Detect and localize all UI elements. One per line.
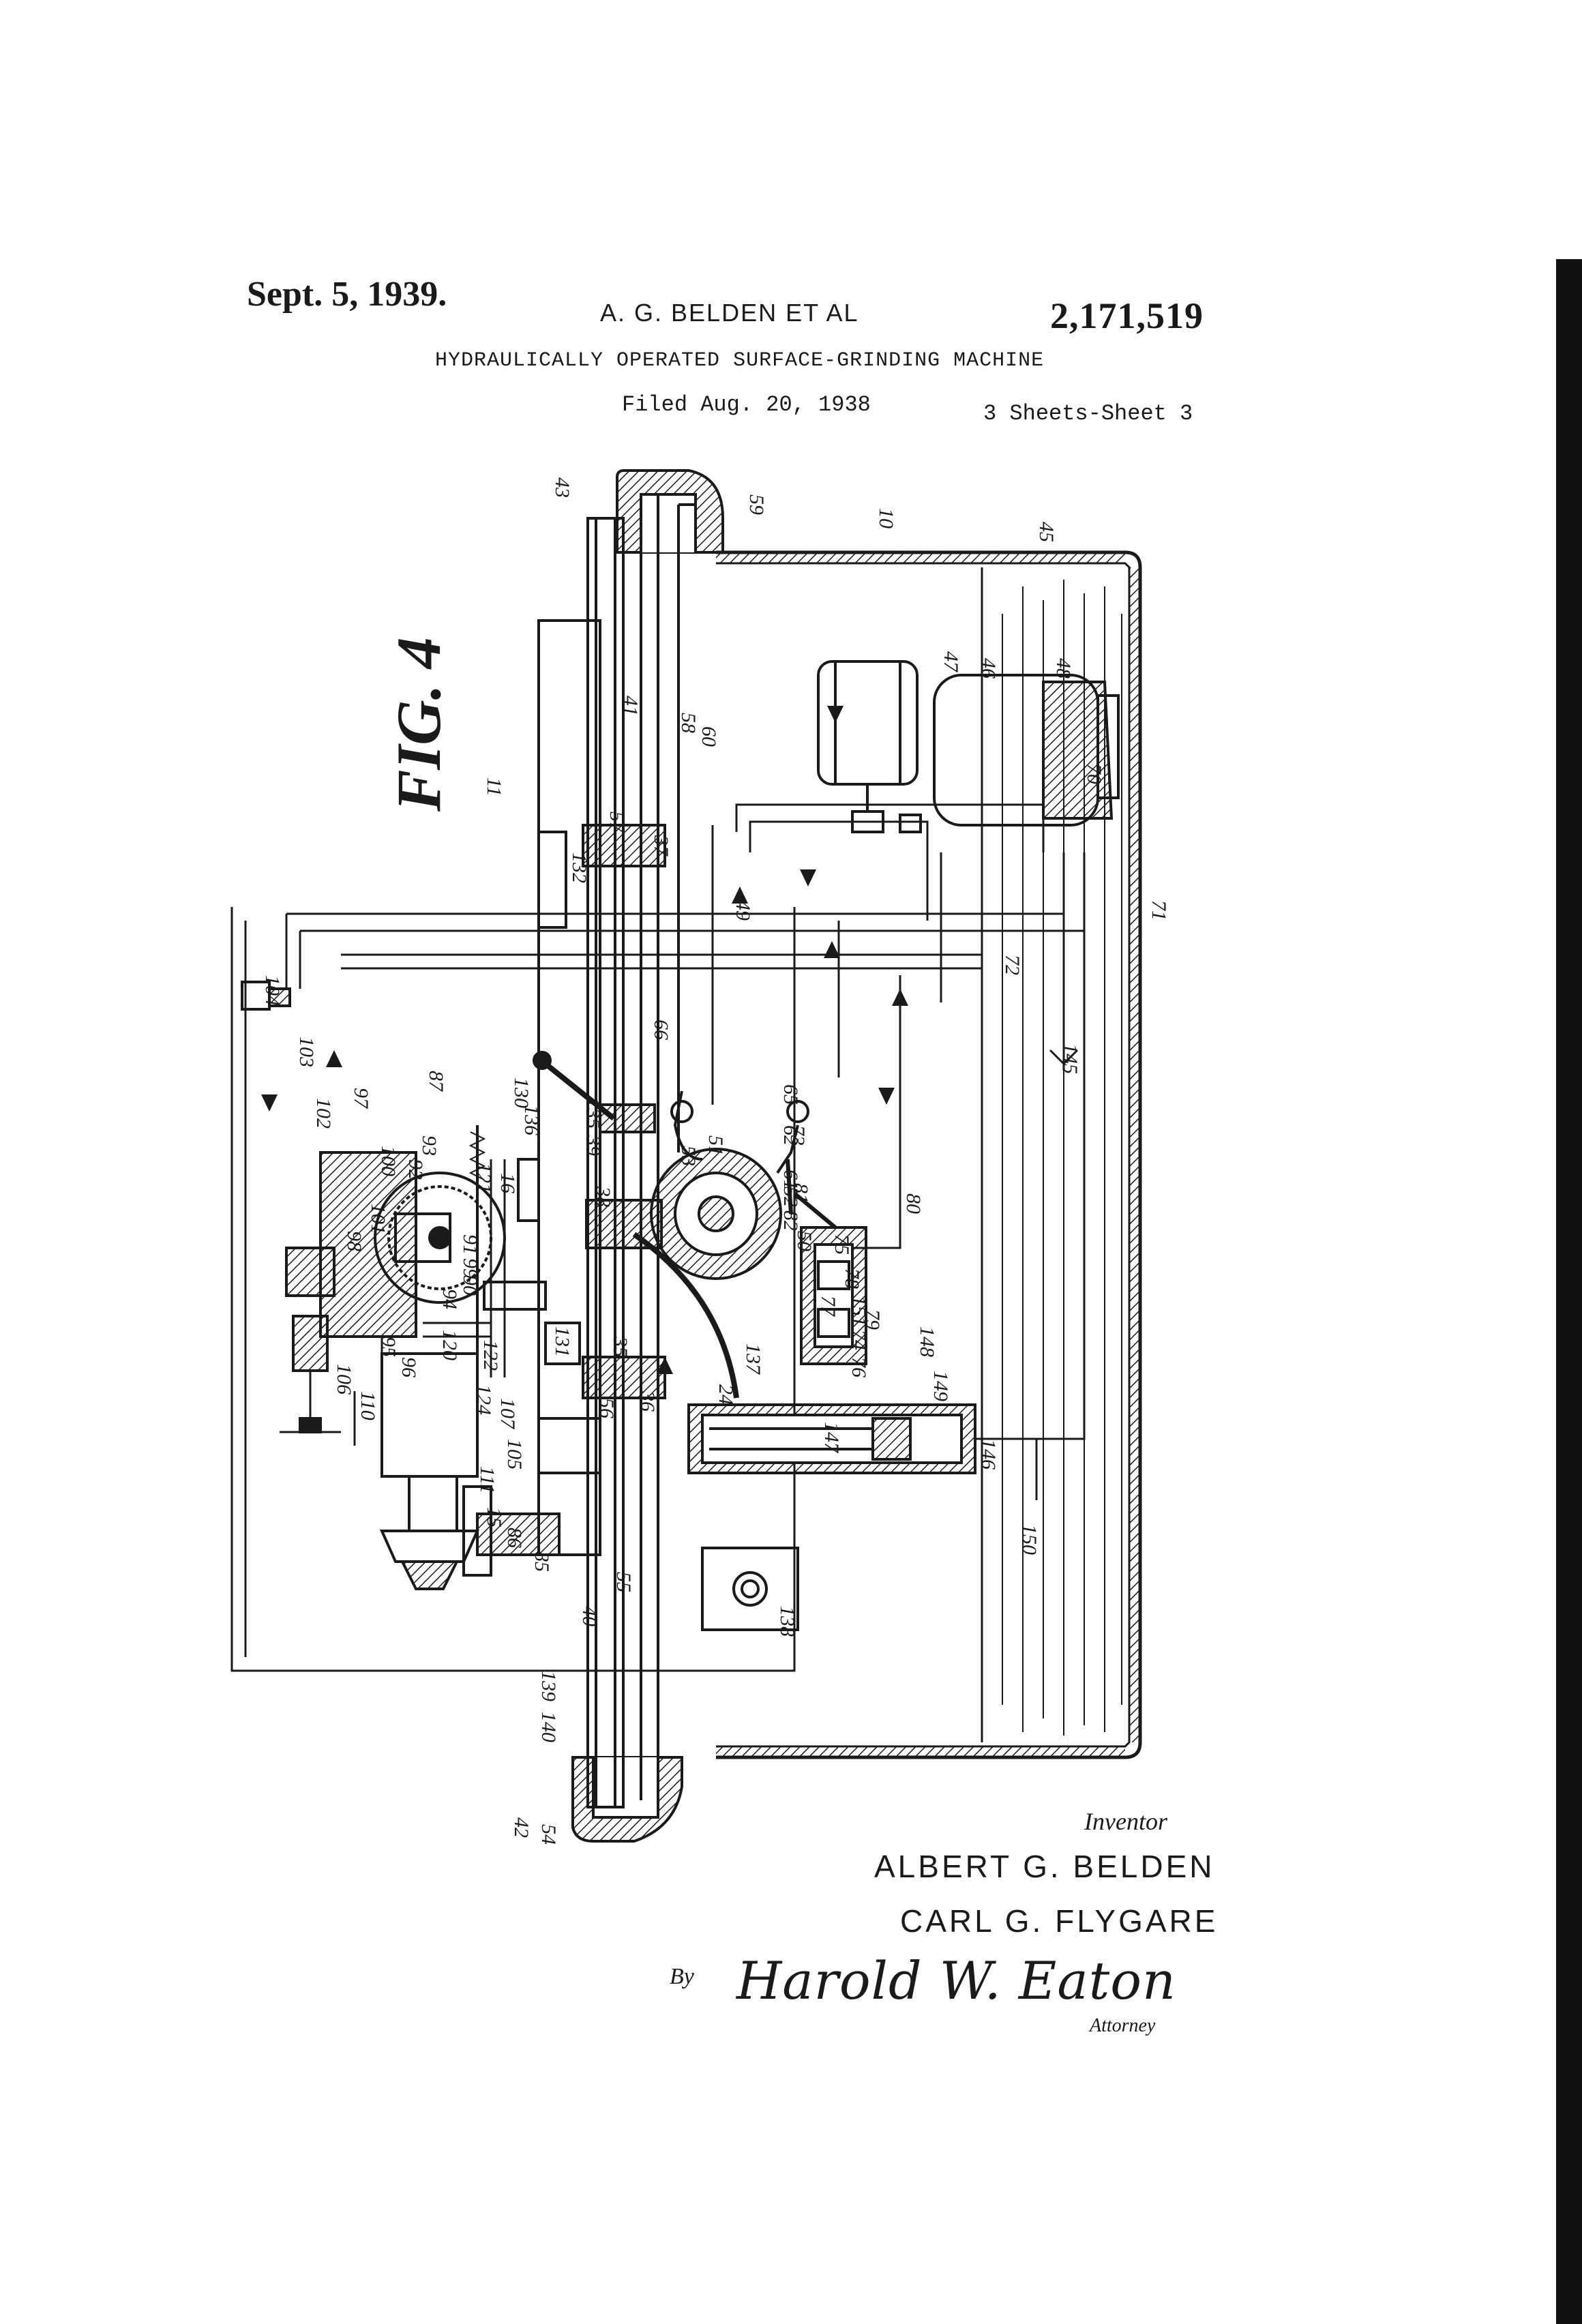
figure-label: FIG. 4	[384, 637, 453, 812]
reference-numeral-140: 140	[537, 1712, 560, 1742]
reference-numeral-58: 58	[677, 713, 700, 733]
reference-numeral-99: 99	[459, 1258, 481, 1279]
reference-numeral-55: 55	[612, 1572, 635, 1592]
reference-numeral-50: 50	[793, 1231, 816, 1251]
reference-numeral-16: 16	[496, 1173, 519, 1193]
reference-numeral-138: 138	[776, 1606, 799, 1637]
by-label: By	[670, 1964, 694, 1990]
reference-numeral-149: 149	[929, 1371, 952, 1401]
reference-numeral-131: 131	[551, 1326, 573, 1357]
reference-numeral-24: 24	[715, 1384, 737, 1405]
reference-numeral-53: 53	[677, 1146, 700, 1166]
reference-numeral-42: 42	[510, 1817, 533, 1838]
reference-numeral-57: 57	[606, 811, 628, 833]
reference-numeral-59: 59	[745, 494, 768, 515]
reference-numeral-37: 37	[650, 835, 672, 857]
reference-numeral-48: 48	[1052, 658, 1075, 679]
reference-numeral-137: 137	[742, 1343, 764, 1375]
reference-numeral-130: 130	[510, 1077, 533, 1108]
reference-numeral-151: 151	[848, 1296, 870, 1326]
reference-numeral-54: 54	[537, 1824, 560, 1845]
inventor-name-1: ALBERT G. BELDEN	[874, 1848, 1214, 1885]
reference-numeral-132: 132	[568, 852, 591, 883]
reference-numeral-72: 72	[1001, 955, 1024, 975]
reference-numeral-60: 60	[698, 726, 720, 747]
reference-numeral-146: 146	[977, 1439, 1000, 1470]
reference-numeral-47: 47	[940, 651, 962, 673]
reference-numeral-80: 80	[902, 1193, 925, 1214]
reference-numeral-86: 86	[503, 1528, 526, 1548]
reference-numeral-65: 65	[779, 1084, 802, 1105]
reference-numeral-122: 122	[479, 1340, 502, 1371]
reference-numeral-36: 36	[636, 1390, 659, 1412]
reference-numeral-35: 35	[609, 1336, 631, 1357]
reference-numeral-81: 81	[790, 1183, 812, 1204]
reference-numeral-15: 15	[483, 1507, 505, 1528]
reference-numeral-73: 73	[786, 1125, 809, 1146]
reference-numeral-41: 41	[619, 696, 642, 716]
inventor-label: Inventor	[1084, 1807, 1167, 1836]
reference-numeral-107: 107	[496, 1398, 519, 1430]
reference-numeral-101: 101	[367, 1204, 389, 1234]
reference-numeral-94: 94	[438, 1289, 461, 1309]
reference-numeral-91: 91	[459, 1234, 481, 1255]
reference-numeral-136: 136	[520, 1105, 543, 1135]
reference-numeral-105: 105	[503, 1439, 526, 1470]
reference-numeral-76: 76	[848, 1357, 870, 1377]
reference-numeral-75: 75	[831, 1234, 853, 1255]
reference-numeral-87: 87	[425, 1071, 447, 1092]
inventor-name-2: CARL G. FLYGARE	[900, 1903, 1218, 1939]
reference-numeral-102: 102	[312, 1098, 335, 1129]
attorney-label: Attorney	[1090, 2015, 1155, 2037]
reference-numeral-121: 121	[473, 1163, 495, 1193]
reference-numeral-10: 10	[875, 508, 897, 528]
reference-numeral-96: 96	[398, 1357, 420, 1377]
reference-numeral-147: 147	[820, 1422, 843, 1454]
reference-numeral-51: 51	[704, 1135, 727, 1156]
reference-numeral-93: 93	[418, 1135, 441, 1156]
reference-numeral-45: 45	[1035, 522, 1058, 542]
reference-numeral-124: 124	[473, 1384, 495, 1415]
reference-numeral-70: 70	[1083, 764, 1105, 784]
reference-numeral-103: 103	[295, 1037, 318, 1067]
reference-numeral-46: 46	[977, 658, 1000, 679]
reference-numeral-11: 11	[483, 777, 505, 796]
reference-numeral-98: 98	[343, 1231, 365, 1251]
reference-numeral-49: 49	[732, 900, 754, 921]
reference-numeral-120: 120	[438, 1330, 461, 1360]
reference-numeral-56: 56	[595, 1398, 618, 1418]
reference-numeral-135: 135	[582, 1098, 604, 1129]
reference-numeral-38: 38	[592, 1186, 614, 1207]
reference-numeral-139: 139	[537, 1671, 560, 1701]
reference-numeral-95: 95	[377, 1337, 400, 1357]
reference-numeral-74: 74	[848, 1330, 870, 1350]
reference-numeral-100: 100	[377, 1146, 400, 1176]
reference-numeral-104: 104	[261, 975, 284, 1006]
reference-numeral-85: 85	[531, 1551, 553, 1572]
reference-numeral-39: 39	[582, 1135, 604, 1156]
reference-numeral-71: 71	[1148, 900, 1170, 921]
reference-numeral-111: 111	[476, 1466, 498, 1494]
reference-numeral-145: 145	[1059, 1043, 1081, 1074]
reference-numeral-148: 148	[916, 1326, 938, 1357]
reference-numeral-78: 78	[841, 1268, 863, 1289]
reference-numeral-66: 66	[650, 1019, 672, 1040]
attorney-signature: Harold W. Eaton	[736, 1950, 1176, 2011]
reference-numeral-40: 40	[578, 1606, 601, 1626]
reference-numeral-82: 82	[779, 1210, 802, 1231]
reference-numeral-150: 150	[1018, 1524, 1041, 1555]
reference-numeral-77: 77	[817, 1296, 839, 1317]
reference-numeral-106: 106	[333, 1364, 355, 1395]
reference-numeral-92: 92	[404, 1159, 427, 1180]
reference-numeral-97: 97	[350, 1088, 372, 1109]
reference-numeral-43: 43	[551, 477, 573, 498]
reference-numeral-110: 110	[357, 1391, 379, 1420]
